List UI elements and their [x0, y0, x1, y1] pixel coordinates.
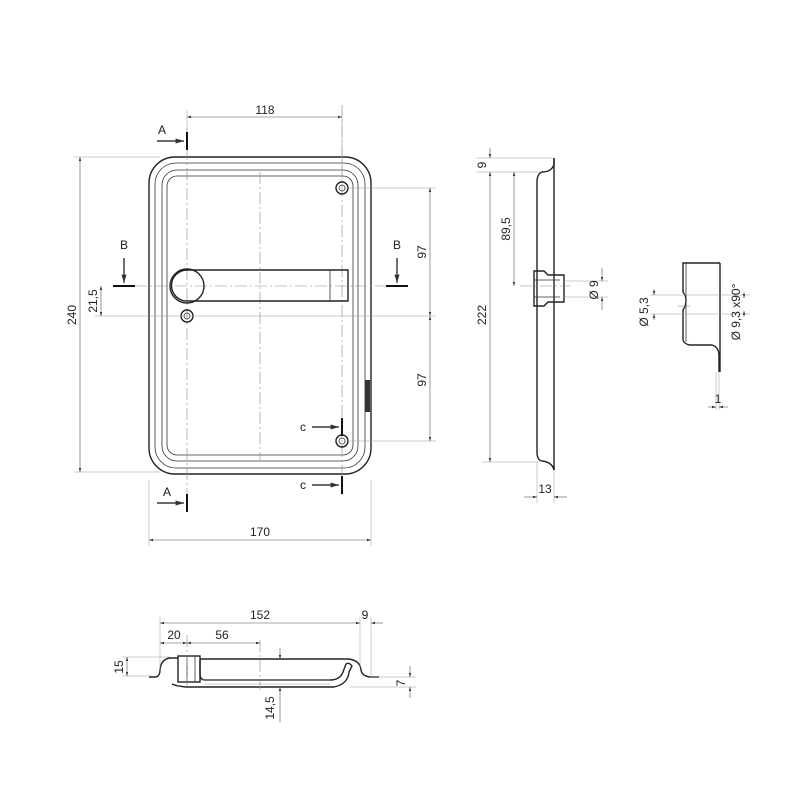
bottom-dim-9: 9: [362, 608, 369, 622]
side-view: 9 222 89,5 Ø 9 13: [475, 148, 608, 503]
side-dim-89-5: 89,5: [499, 217, 513, 241]
bottom-dim-7: 7: [394, 679, 408, 686]
handle: [169, 268, 349, 304]
dim-97-top: 97: [415, 245, 429, 259]
brand-logo: [365, 380, 370, 412]
side-dim-9: 9: [475, 161, 489, 168]
dim-118: 118: [255, 103, 274, 117]
dim-21-5: 21,5: [86, 289, 100, 313]
bottom-dim-20: 20: [167, 628, 181, 642]
section-b-right: B: [393, 238, 401, 252]
side-dim-13: 13: [538, 482, 552, 496]
detail-dim-dia5-3: Ø 5,3: [637, 297, 651, 327]
bottom-dim-14-5: 14,5: [263, 696, 277, 720]
bottom-view: 152 9 20 56 15 14,5 7: [112, 608, 416, 722]
detail-dim-1: 1: [715, 392, 722, 406]
dim-240: 240: [65, 305, 79, 325]
side-dim-222: 222: [475, 305, 489, 325]
detail-view: Ø 5,3 Ø 9,3 x90° 1: [637, 262, 750, 410]
dim-170: 170: [250, 525, 270, 539]
front-view: 118 170 240 21,5 97 97 A A B B c c: [65, 103, 436, 546]
bottom-dim-15: 15: [112, 660, 126, 674]
section-c-bottom: c: [300, 478, 306, 492]
section-b-left: B: [120, 238, 128, 252]
dim-97-bottom: 97: [415, 373, 429, 387]
bottom-dim-152: 152: [250, 608, 270, 622]
bottom-dim-56: 56: [215, 628, 229, 642]
section-c-top: c: [300, 420, 306, 434]
section-a-bottom: A: [163, 485, 171, 499]
side-dim-dia9: Ø 9: [587, 280, 601, 300]
detail-dim-dia9-3: Ø 9,3 x90°: [729, 283, 743, 340]
section-a-top: A: [158, 123, 166, 137]
